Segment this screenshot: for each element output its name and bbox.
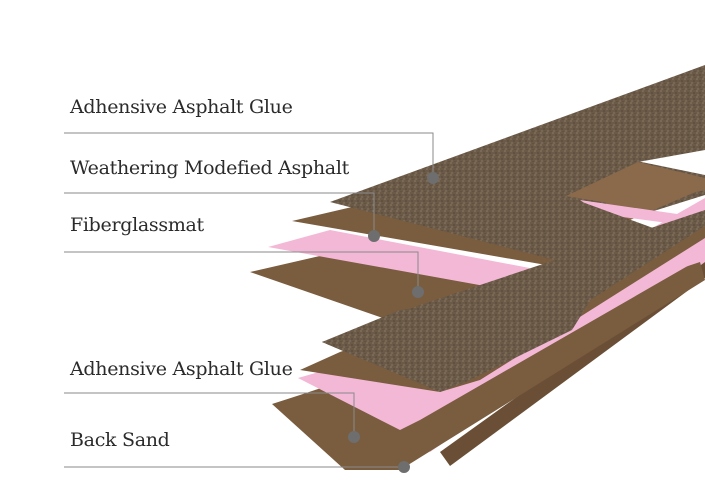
label-adhesive-asphalt-glue-bottom: Adhensive Asphalt Glue — [70, 358, 293, 380]
marker-dot-1 — [427, 172, 439, 184]
marker-dot-4 — [348, 431, 360, 443]
label-adhesive-asphalt-glue-top: Adhensive Asphalt Glue — [70, 96, 293, 118]
leader-line-1 — [64, 132, 434, 178]
leader-lines — [64, 132, 434, 468]
marker-dot-5 — [398, 461, 410, 473]
leader-line-4 — [64, 392, 355, 437]
top-tab-cutout — [566, 162, 705, 207]
label-back-sand: Back Sand — [70, 429, 170, 451]
leader-line-2 — [64, 192, 375, 236]
label-fiberglassmat: Fiberglassmat — [70, 214, 204, 236]
marker-dot-3 — [412, 286, 424, 298]
front-granule-wide — [322, 285, 600, 392]
label-weathering-modified-asphalt: Weathering Modefied Asphalt — [70, 157, 349, 179]
marker-dot-2 — [368, 230, 380, 242]
marker-dots — [348, 172, 439, 473]
back-top-granule — [330, 65, 705, 266]
leader-line-3 — [64, 251, 419, 292]
